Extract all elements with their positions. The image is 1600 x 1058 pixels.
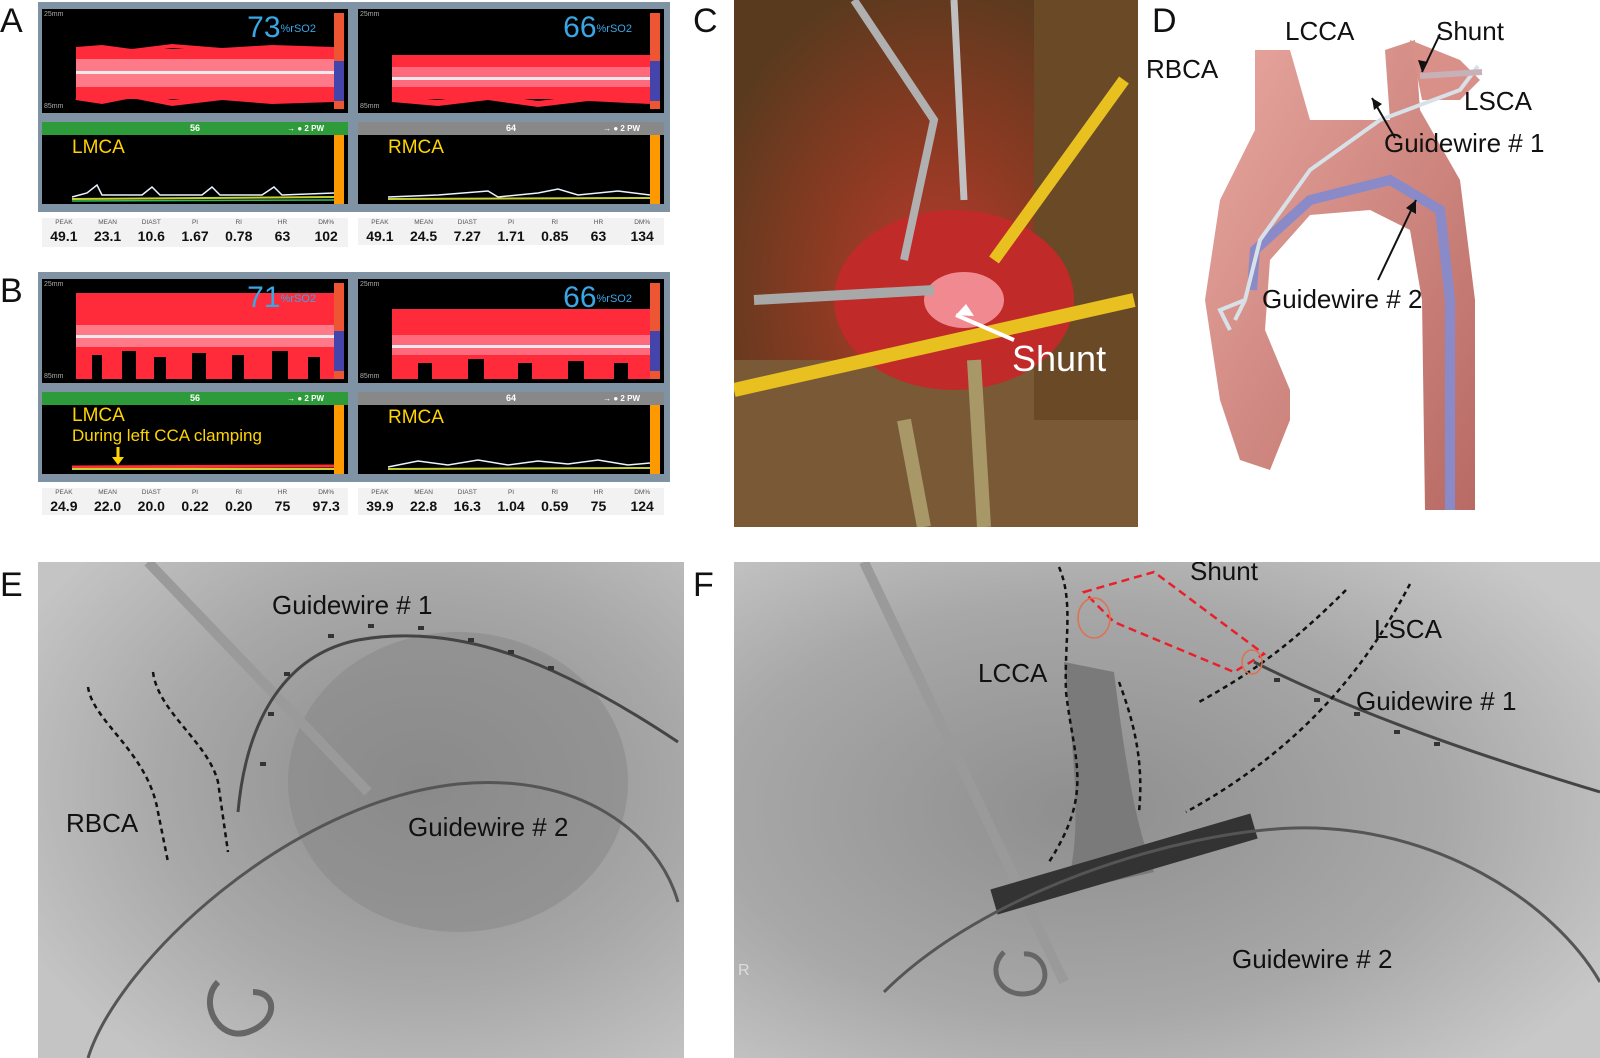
lsca-label: LSCA bbox=[1464, 86, 1532, 116]
aortic-arch-diagram: LCCA Shunt RBCA LSCA Guidewire # 1 Guide… bbox=[1146, 0, 1600, 527]
tcd-header: 56→ ● 2 PW bbox=[42, 392, 348, 405]
nirs-trace-left: 25mm 85mm 71%rSO2 bbox=[42, 279, 348, 383]
rso2-value: 66%rSO2 bbox=[563, 281, 632, 314]
nirs-axis-top: 25mm bbox=[44, 11, 64, 18]
lsca-label: LSCA bbox=[1374, 614, 1442, 644]
shunt-label: Shunt bbox=[1190, 562, 1258, 586]
nirs-axis-bottom: 85mm bbox=[360, 373, 380, 380]
tcd-trace-right: 64→ ● 2 PW RMCA bbox=[358, 122, 664, 204]
monitor-panel-a: 25mm 85mm 73%rSO2 25mm 85mm 66%rSO2 56→ … bbox=[38, 2, 670, 247]
nirs-axis-top: 25mm bbox=[360, 281, 380, 288]
vessel-label: RMCA bbox=[388, 137, 444, 158]
xray-panel-f: Shunt LSCA LCCA Guidewire # 1 Guidewire … bbox=[734, 562, 1600, 1058]
rso2-value: 71%rSO2 bbox=[247, 281, 316, 314]
guidewire2-label: Guidewire # 2 bbox=[408, 812, 569, 842]
lcca-label: LCCA bbox=[1285, 16, 1355, 46]
tcd-trace-left: 56→ ● 2 PW LMCA bbox=[42, 122, 348, 204]
panel-label-f: F bbox=[693, 566, 714, 604]
vessel-label: LMCA bbox=[72, 137, 125, 158]
nirs-trace-right: 25mm 85mm 66%rSO2 bbox=[358, 279, 664, 383]
nirs-axis-bottom: 85mm bbox=[44, 373, 64, 380]
nirs-axis-bottom: 85mm bbox=[44, 103, 64, 110]
shunt-label: Shunt bbox=[1436, 16, 1504, 46]
panel-label-d: D bbox=[1152, 2, 1177, 40]
rbca-label: RBCA bbox=[66, 808, 139, 838]
shunt-label: Shunt bbox=[1012, 338, 1107, 379]
panel-label-e: E bbox=[0, 566, 23, 604]
tcd-trace-left: 56→ ● 2 PW LMCA During left CCA clamping bbox=[42, 392, 348, 474]
guidewire1-label: Guidewire # 1 bbox=[1384, 128, 1545, 158]
guidewire1-label: Guidewire # 1 bbox=[272, 590, 433, 620]
panel-label-b: B bbox=[0, 272, 23, 310]
guidewire2-label: Guidewire # 2 bbox=[1232, 944, 1393, 974]
surgical-photo: Shunt bbox=[734, 0, 1138, 527]
vessel-label: LMCA bbox=[72, 405, 125, 426]
clamping-note: During left CCA clamping bbox=[72, 426, 262, 445]
tcd-trace-right: 64→ ● 2 PW RMCA bbox=[358, 392, 664, 474]
rbca-label: RBCA bbox=[1146, 54, 1219, 84]
r-marker: R bbox=[738, 962, 750, 979]
nirs-axis-bottom: 85mm bbox=[360, 103, 380, 110]
lcca-label: LCCA bbox=[978, 658, 1048, 688]
rso2-value: 66%rSO2 bbox=[563, 11, 632, 44]
nirs-trace-left: 25mm 85mm 73%rSO2 bbox=[42, 9, 348, 113]
xray-panel-e: Guidewire # 1 RBCA Guidewire # 2 bbox=[38, 562, 684, 1058]
panel-label-c: C bbox=[693, 2, 718, 40]
tcd-header: 64→ ● 2 PW bbox=[358, 392, 664, 405]
panel-label-a: A bbox=[0, 2, 23, 40]
rso2-value: 73%rSO2 bbox=[247, 11, 316, 44]
monitor-panel-b: 25mm 85mm 71%rSO2 25mm 85mm 66%rSO2 56→ … bbox=[38, 272, 670, 482]
tcd-header: 56→ ● 2 PW bbox=[42, 122, 348, 135]
nirs-axis-top: 25mm bbox=[360, 11, 380, 18]
nirs-trace-right: 25mm 85mm 66%rSO2 bbox=[358, 9, 664, 113]
nirs-axis-top: 25mm bbox=[44, 281, 64, 288]
guidewire2-label: Guidewire # 2 bbox=[1262, 284, 1423, 314]
tcd-header: 64→ ● 2 PW bbox=[358, 122, 664, 135]
vessel-label: RMCA bbox=[388, 407, 444, 428]
guidewire1-label: Guidewire # 1 bbox=[1356, 686, 1517, 716]
